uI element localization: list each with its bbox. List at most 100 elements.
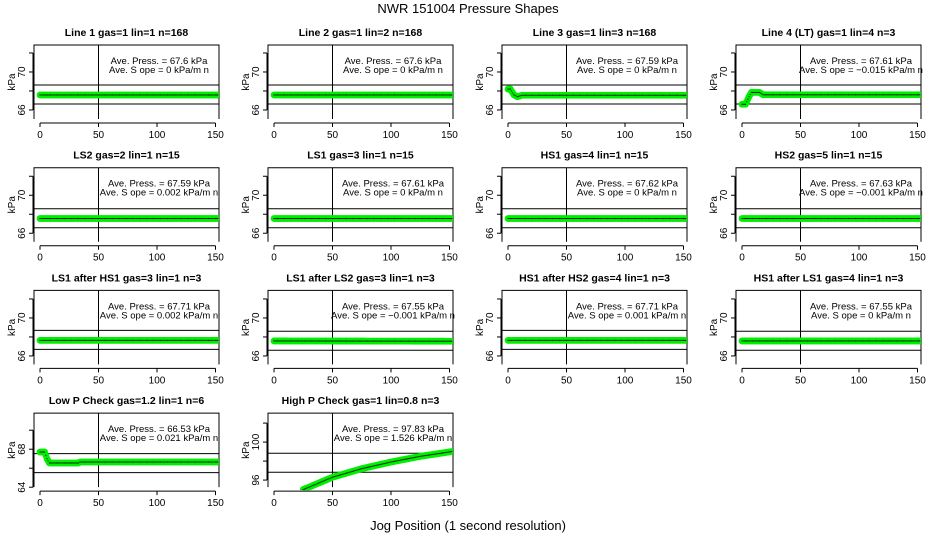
data-point-core bbox=[81, 94, 83, 96]
data-point-core bbox=[293, 94, 295, 96]
data-point-core bbox=[182, 461, 184, 463]
data-point-core bbox=[161, 218, 163, 220]
data-point-core bbox=[117, 94, 119, 96]
data-point-core bbox=[107, 339, 109, 341]
data-point-core bbox=[404, 218, 406, 220]
data-point-core bbox=[378, 340, 380, 342]
data-point-core bbox=[742, 340, 744, 342]
data-point-core bbox=[337, 94, 339, 96]
data-point-core bbox=[339, 340, 341, 342]
data-point-core bbox=[771, 94, 773, 96]
data-point-core bbox=[156, 94, 158, 96]
data-point-core bbox=[136, 218, 138, 220]
data-point-core bbox=[678, 94, 680, 96]
data-point-core bbox=[396, 94, 398, 96]
data-point-core bbox=[216, 339, 218, 341]
data-point-core bbox=[750, 340, 752, 342]
data-point-core bbox=[440, 452, 442, 454]
data-point-core bbox=[914, 340, 916, 342]
data-point-core bbox=[89, 339, 91, 341]
data-point-core bbox=[585, 94, 587, 96]
data-point-core bbox=[172, 218, 174, 220]
data-point-core bbox=[57, 218, 59, 220]
data-point-core bbox=[515, 218, 517, 220]
data-point-core bbox=[756, 218, 758, 220]
data-point-core bbox=[831, 340, 833, 342]
data-point-core bbox=[838, 94, 840, 96]
data-point-core bbox=[312, 485, 314, 487]
data-point-core bbox=[78, 218, 80, 220]
data-point-core bbox=[445, 218, 447, 220]
data-point-core bbox=[394, 340, 396, 342]
data-point-core bbox=[604, 218, 606, 220]
data-point-core bbox=[617, 339, 619, 341]
data-point-core bbox=[47, 218, 49, 220]
data-point-core bbox=[680, 339, 682, 341]
data-point-core bbox=[760, 340, 762, 342]
data-point-core bbox=[313, 94, 315, 96]
data-point-core bbox=[353, 340, 355, 342]
data-point-core bbox=[151, 218, 153, 220]
data-point-core bbox=[62, 339, 64, 341]
data-point-core bbox=[628, 218, 630, 220]
data-point-core bbox=[302, 340, 304, 342]
data-point-core bbox=[217, 461, 219, 463]
data-point-core bbox=[280, 94, 282, 96]
data-point-core bbox=[807, 94, 809, 96]
data-point-core bbox=[824, 94, 826, 96]
data-point-core bbox=[887, 218, 889, 220]
data-point-core bbox=[770, 94, 772, 96]
data-point-core bbox=[158, 339, 160, 341]
data-point-core bbox=[307, 218, 309, 220]
data-point-core bbox=[553, 94, 555, 96]
panel-title: HS2 gas=5 lin=1 n=15 bbox=[775, 150, 883, 162]
data-point-core bbox=[212, 339, 214, 341]
data-point-core bbox=[673, 339, 675, 341]
data-point-core bbox=[885, 94, 887, 96]
data-point-core bbox=[808, 94, 810, 96]
data-point-core bbox=[918, 340, 920, 342]
data-point-core bbox=[75, 218, 77, 220]
data-point-core bbox=[279, 218, 281, 220]
data-point-core bbox=[445, 340, 447, 342]
data-point-core bbox=[39, 218, 41, 220]
data-point-core bbox=[323, 218, 325, 220]
data-point-core bbox=[623, 218, 625, 220]
data-point-core bbox=[566, 339, 567, 341]
data-point-core bbox=[190, 94, 192, 96]
data-point-core bbox=[72, 94, 74, 96]
data-point-core bbox=[516, 339, 518, 341]
data-point-core bbox=[371, 94, 373, 96]
data-point-core bbox=[846, 94, 848, 96]
data-point-core bbox=[120, 461, 122, 463]
data-point-core bbox=[610, 339, 612, 341]
data-point-core bbox=[197, 218, 199, 220]
data-point-core bbox=[665, 218, 667, 220]
data-point-core bbox=[195, 218, 197, 220]
data-point-core bbox=[449, 218, 450, 220]
data-point-core bbox=[176, 94, 178, 96]
data-point-core bbox=[93, 94, 95, 96]
data-point-core bbox=[282, 218, 284, 220]
ave-press-label: Ave. Press. = 67.55 kPa bbox=[342, 301, 445, 312]
data-point-core bbox=[45, 454, 47, 456]
data-point-core bbox=[142, 218, 144, 220]
data-point-core bbox=[629, 339, 631, 341]
data-point-core bbox=[792, 218, 794, 220]
data-point-core bbox=[835, 340, 837, 342]
data-point-core bbox=[176, 339, 178, 341]
data-point-core bbox=[623, 339, 625, 341]
data-point-core bbox=[52, 218, 54, 220]
data-point-core bbox=[360, 340, 362, 342]
data-point-core bbox=[429, 94, 431, 96]
data-point-core bbox=[306, 218, 308, 220]
x-tick-label: 100 bbox=[851, 253, 868, 264]
data-point-core bbox=[869, 94, 871, 96]
data-point-core bbox=[188, 339, 190, 341]
data-point-core bbox=[158, 94, 160, 96]
data-point-core bbox=[216, 218, 218, 220]
data-point-core bbox=[356, 340, 358, 342]
data-point-core bbox=[562, 339, 564, 341]
data-point-core bbox=[425, 94, 427, 96]
